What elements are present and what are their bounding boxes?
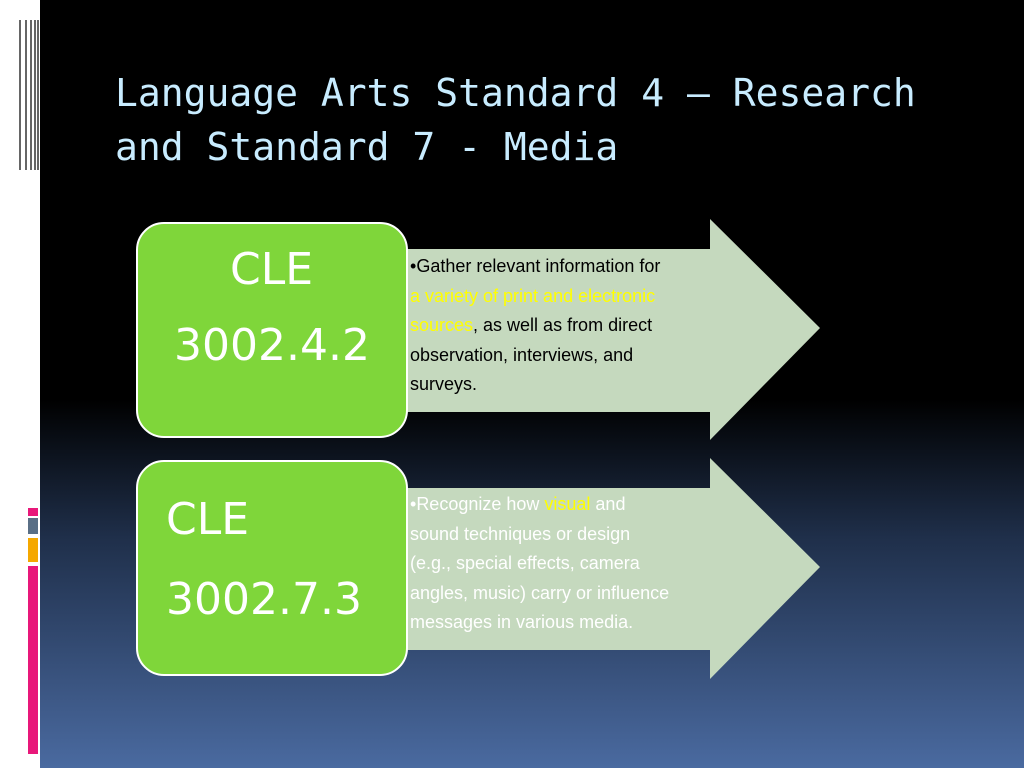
accent-bar-orange [28,538,38,562]
arrow-1-text-before: Gather relevant information for [416,256,661,276]
title-line-2: and Standard 7 - Media [115,125,619,169]
arrow-2-line-3: (e.g., special effects, camera [410,553,640,573]
arrow-1-line-5: surveys. [410,374,478,394]
cle-box-1: CLE 3002.4.2 [136,222,408,438]
arrow-2-text-after: and [590,494,626,514]
accent-bar-slate [28,518,38,534]
cle-code-2: 3002.7.3 [166,574,362,625]
slide-title: Language Arts Standard 4 – Research and … [115,66,975,174]
arrow-text-1: •Gather relevant information for a varie… [410,252,740,400]
arrow-1-line-2: a variety of print and electronic [410,282,740,312]
arrow-1-line-4: observation, interviews, and [410,344,634,365]
arrow-shape-1 [380,219,820,440]
cle-box-2: CLE 3002.7.3 [136,460,408,676]
arrow-shape-2 [380,458,820,679]
arrow-2-text-before: Recognize how [416,494,545,514]
arrow-1-line-1: •Gather relevant information for [410,252,740,282]
arrow-text-2: •Recognize how visual and sound techniqu… [410,490,740,638]
highlight-print-electronic-sources-line2: sources [410,315,474,335]
title-line-1: Language Arts Standard 4 – Research [115,71,916,115]
arrow-2-line-1: •Recognize how visual and [410,490,740,520]
accent-bar-pink-long [28,566,38,754]
bullet-2: • [410,494,417,514]
highlight-visual: visual [544,494,591,514]
arrow-2-line-4: angles, music) carry or influence [410,582,670,603]
cle-label-2: CLE [166,494,250,545]
arrow-1-text-after: , as well as from direct [473,315,653,335]
decorative-lines [19,20,39,170]
cle-label-1: CLE [230,244,314,295]
arrow-1-line-3: sources, as well as from direct [410,311,740,341]
highlight-print-electronic-sources-line1: a variety of print and electronic [410,285,656,306]
arrow-2-line-2: sound techniques or design [410,523,631,544]
cle-code-1: 3002.4.2 [174,320,370,371]
arrow-2-line-5: messages in various media. [410,612,634,632]
accent-bar-pink-top [28,508,38,516]
bullet-1: • [410,256,417,276]
